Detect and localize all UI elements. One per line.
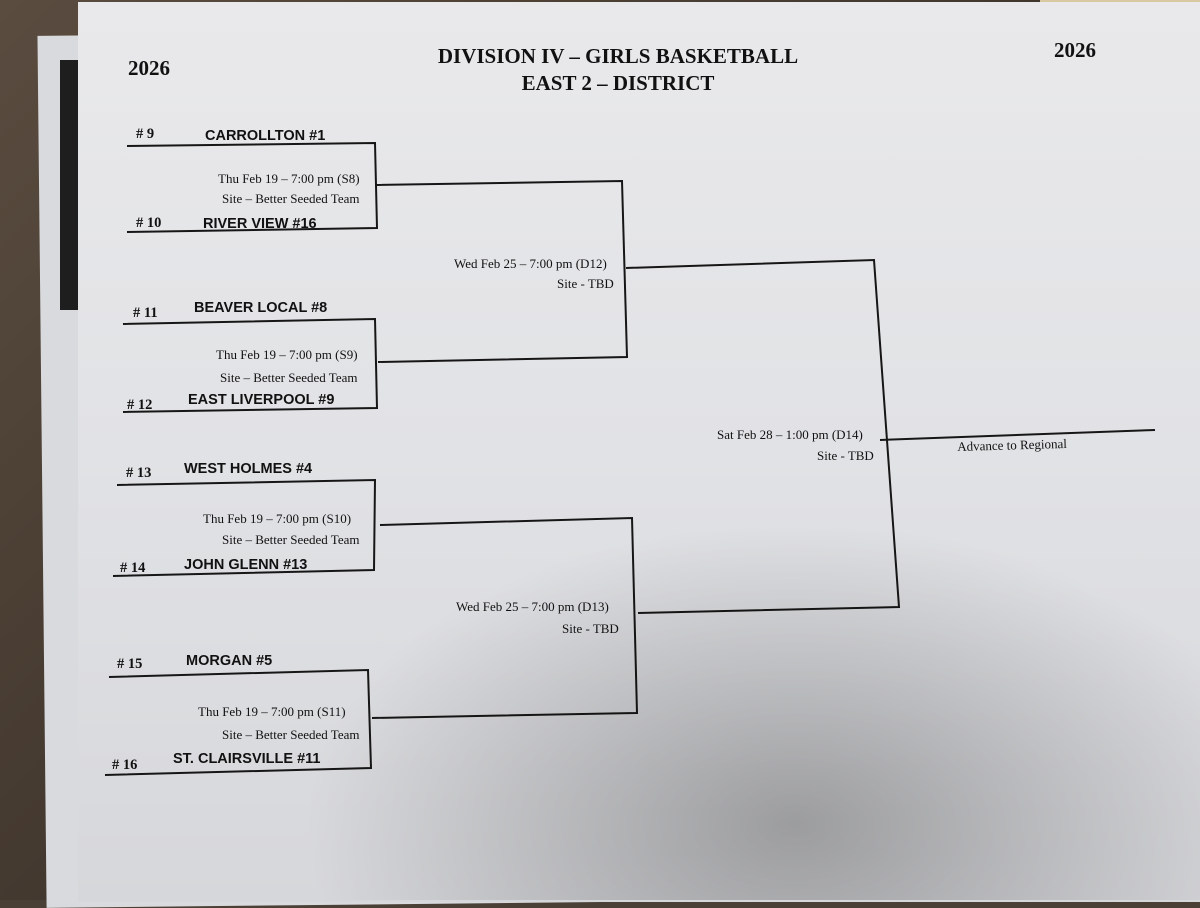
bracket-line-match-1 [126,141,379,233]
game-site: Site – Better Seeded Team [222,191,360,206]
team-name: EAST LIVERPOOL #9 [188,392,335,408]
game-time: Thu Feb 19 – 7:00 pm (S9) [216,347,358,362]
bracket-sheet [78,2,1200,902]
game-time: Thu Feb 19 – 7:00 pm (S8) [218,171,360,186]
bracket-line-final [625,258,901,614]
seed-label: # 12 [127,397,153,413]
team-name: JOHN GLENN #13 [184,557,308,573]
team-name: MORGAN #5 [186,653,273,669]
bracket-line-match-4 [104,668,373,776]
semifinal-game-time: Wed Feb 25 – 7:00 pm (D13) [456,599,609,614]
bracket-line-match-3 [112,478,377,577]
game-time: Thu Feb 19 – 7:00 pm (S11) [198,704,346,719]
bracket-line-advance [879,429,1156,441]
dark-binder-strip [60,60,82,310]
semifinal-game-site: Site - TBD [562,621,619,636]
year-left: 2026 [128,56,170,80]
seed-label: # 14 [120,560,146,576]
team-name: BEAVER LOCAL #8 [194,300,328,316]
year-right: 2026 [1054,38,1096,62]
team-name: CARROLLTON #1 [205,128,326,144]
seed-label: # 15 [117,656,143,672]
game-site: Site – Better Seeded Team [222,727,360,742]
seed-label: # 11 [133,305,158,321]
game-site: Site – Better Seeded Team [222,532,360,547]
final-game-time: Sat Feb 28 – 1:00 pm (D14) [717,427,863,442]
seed-label: # 10 [136,215,162,231]
title-line-2: EAST 2 – DISTRICT [521,71,715,95]
seed-label: # 9 [136,126,155,142]
team-name: WEST HOLMES #4 [184,461,313,477]
team-name: RIVER VIEW #16 [203,216,317,232]
advance-label: Advance to Regional [957,435,1068,454]
game-site: Site – Better Seeded Team [220,370,358,385]
bracket-line-semifinal-1 [375,179,629,363]
seed-label: # 13 [126,465,152,481]
semifinal-game-time: Wed Feb 25 – 7:00 pm (D12) [454,256,607,271]
semifinal-game-site: Site - TBD [557,276,614,291]
bracket-line-semifinal-2 [371,516,639,719]
final-game-site: Site - TBD [817,448,874,463]
team-name: ST. CLAIRSVILLE #11 [173,751,321,767]
game-time: Thu Feb 19 – 7:00 pm (S10) [203,511,352,526]
bracket-line-match-2 [122,317,379,413]
seed-label: # 16 [112,757,138,773]
title-line-1: DIVISION IV – GIRLS BASKETBALL [437,44,799,68]
